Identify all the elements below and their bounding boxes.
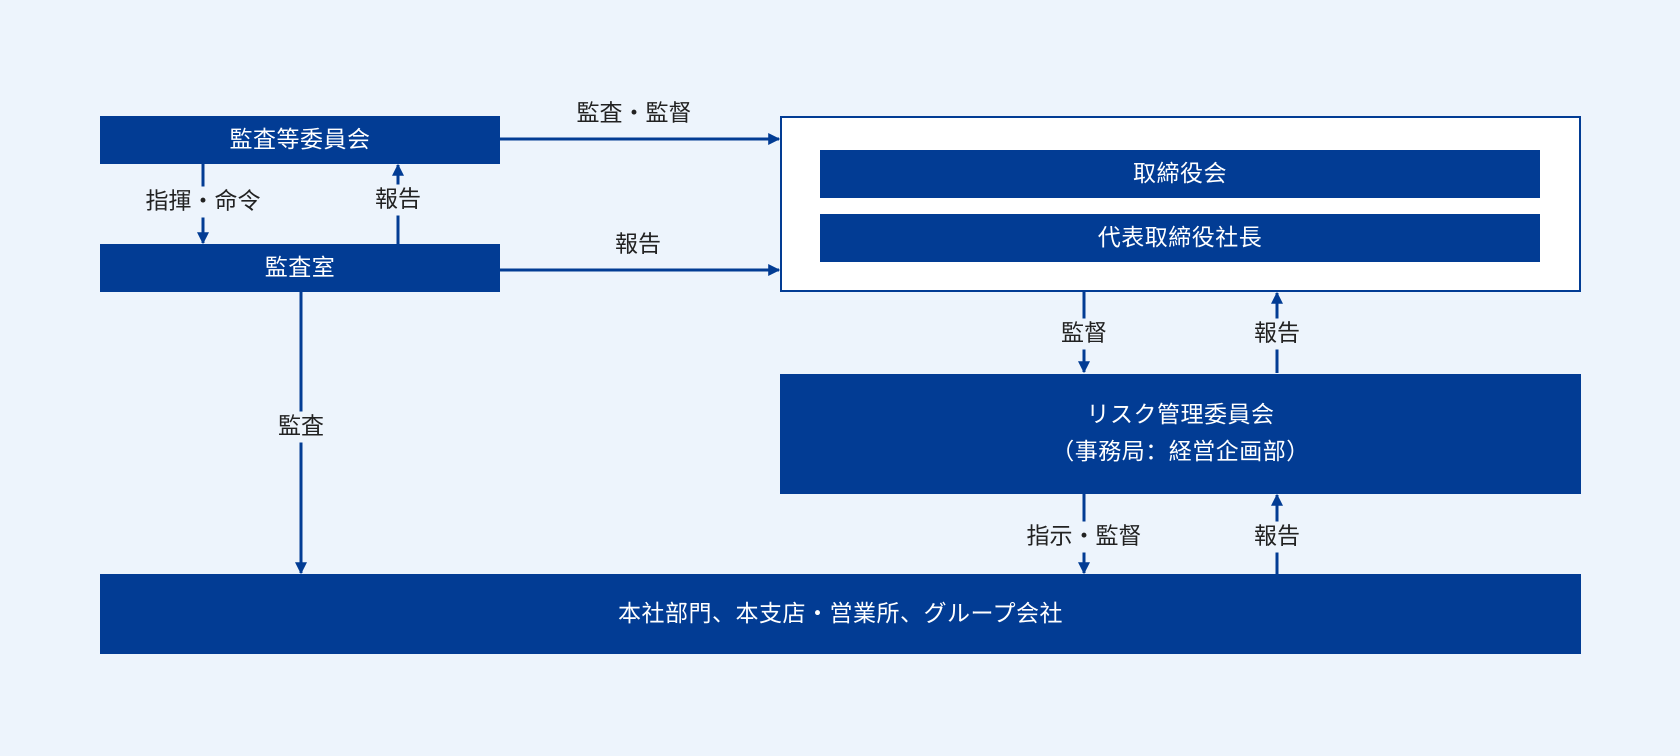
risk-committee-box: リスク管理委員会 （事務局：経営企画部） (780, 374, 1581, 494)
edge-label-command: 指揮・命令 (143, 186, 263, 218)
board-frame (780, 116, 1581, 292)
departments-label: 本社部門、本支店・営業所、グループ会社 (617, 600, 1064, 627)
audit-committee-box: 監査等委員会 (100, 116, 500, 164)
risk-secretariat-label: （事務局：経営企画部） (1051, 439, 1310, 465)
edge-label-instruction: 指示・監督 (1024, 521, 1144, 553)
edge-label-audit: 監査 (276, 411, 326, 443)
president-box: 代表取締役社長 (820, 214, 1540, 262)
edge-label-committee-report: 報告 (373, 184, 423, 216)
president-label: 代表取締役社長 (1097, 224, 1263, 251)
audit-office-label: 監査室 (264, 254, 336, 281)
edge-label-board-supervision: 監督 (1059, 318, 1109, 350)
audit-office-box: 監査室 (100, 244, 500, 292)
risk-committee-label: リスク管理委員会 (1086, 402, 1275, 429)
audit-committee-label: 監査等委員会 (229, 126, 371, 153)
edge-label-office-report: 報告 (615, 231, 661, 258)
board-box: 取締役会 (820, 150, 1540, 198)
board-label: 取締役会 (1133, 160, 1227, 187)
edge-label-audit-supervision: 監査・監督 (576, 100, 692, 127)
edge-label-risk-report: 報告 (1252, 318, 1302, 350)
departments-box: 本社部門、本支店・営業所、グループ会社 (100, 574, 1581, 654)
edge-label-departments-report: 報告 (1252, 521, 1302, 553)
